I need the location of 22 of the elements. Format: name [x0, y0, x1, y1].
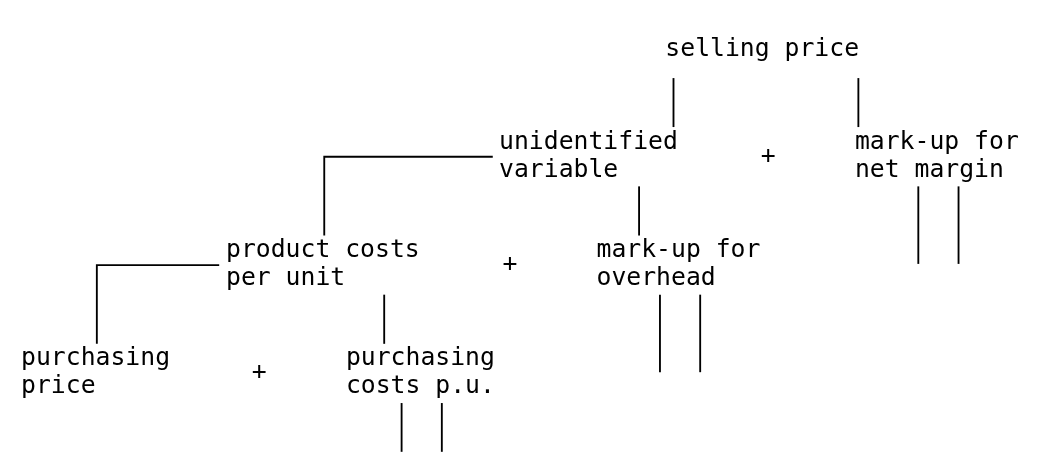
- node-text: purchasing costs p.u.: [345, 342, 495, 400]
- label: +: [251, 356, 267, 386]
- connector: [95, 264, 221, 345]
- connector: [383, 293, 386, 345]
- connector: [440, 402, 443, 453]
- node-text: mark-up for net margin: [854, 125, 1019, 183]
- node-text: selling price: [665, 32, 860, 62]
- connector: [957, 185, 960, 265]
- connector: [672, 77, 675, 128]
- node-text: unidentified variable: [499, 125, 678, 183]
- connector: [857, 77, 860, 128]
- connector: [323, 155, 494, 237]
- node-text: mark-up for overhead: [596, 234, 761, 291]
- node-text: product costs per unit: [226, 234, 420, 291]
- connector: [659, 293, 661, 374]
- label: +: [760, 139, 776, 169]
- node-text: purchasing price: [21, 342, 171, 400]
- connector: [917, 185, 920, 265]
- connector: [400, 402, 403, 453]
- connector: [638, 185, 640, 237]
- label: +: [502, 247, 518, 277]
- connector: [699, 293, 702, 374]
